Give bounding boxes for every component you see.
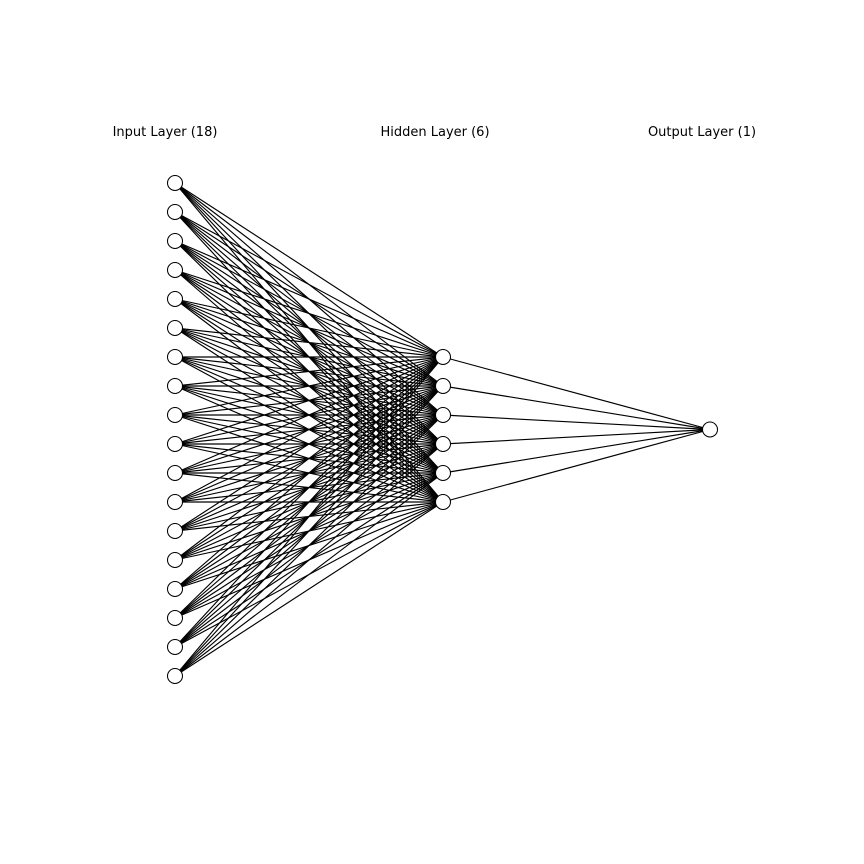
hidden-neuron-5 [434,464,452,482]
hidden-neuron-3 [434,406,452,424]
input-neuron-6 [166,319,184,337]
connection-input-13-to-hidden-1 [174,356,444,532]
input-neuron-5 [166,290,184,308]
layer-titles: Input Layer (18) Hidden Layer (6) Output… [113,125,756,140]
connection-input-9-to-hidden-1 [174,356,444,416]
input-neuron-9 [166,406,184,424]
connection-input-5-to-hidden-1 [174,298,444,358]
connection-input-6-to-hidden-1 [174,327,444,358]
connection-input-18-to-hidden-4 [174,443,444,677]
connection-input-16-to-hidden-1 [174,356,444,619]
connection-input-18-to-hidden-3 [174,414,444,677]
connection-input-1-to-hidden-1 [174,182,444,358]
connection-input-18-to-hidden-5 [174,472,444,677]
hidden-layer-title: Hidden Layer (6) [380,125,489,140]
input-neuron-12 [166,493,184,511]
connection-hidden-6-to-output-1 [442,428,711,503]
connection-input-12-to-hidden-1 [174,356,444,503]
connection-hidden-1-to-output-1 [442,356,711,431]
input-neuron-16 [166,609,184,627]
input-neuron-15 [166,580,184,598]
input-neuron-10 [166,435,184,453]
input-neuron-14 [166,551,184,569]
connection-hidden-4-to-output-1 [442,428,711,445]
connection-input-8-to-hidden-1 [174,356,444,387]
input-neuron-4 [166,261,184,279]
output-layer-title: Output Layer (1) [648,125,756,140]
input-neuron-2 [166,203,184,221]
connection-input-18-to-hidden-2 [174,385,444,677]
connection-input-18-to-hidden-6 [174,501,444,677]
hidden-neuron-6 [434,493,452,511]
connection-hidden-5-to-output-1 [442,428,711,474]
input-layer-title: Input Layer (18) [113,125,218,140]
input-neuron-11 [166,464,184,482]
connection-input-2-to-hidden-1 [174,211,444,358]
connection-input-11-to-hidden-1 [174,356,444,474]
input-neuron-1 [166,174,184,192]
connection-hidden-2-to-output-1 [442,385,711,431]
connection-input-15-to-hidden-1 [174,356,444,590]
connection-input-17-to-hidden-1 [174,356,444,648]
input-neuron-3 [166,232,184,250]
connection-input-10-to-hidden-1 [174,356,444,445]
input-neuron-18 [166,667,184,685]
connection-input-4-to-hidden-1 [174,269,444,358]
connections [174,182,711,677]
hidden-neuron-1 [434,348,452,366]
connection-hidden-3-to-output-1 [442,414,711,431]
hidden-neuron-2 [434,377,452,395]
input-neuron-13 [166,522,184,540]
input-neuron-8 [166,377,184,395]
input-neuron-7 [166,348,184,366]
neurons [166,174,719,685]
hidden-neuron-4 [434,435,452,453]
connection-input-18-to-hidden-1 [174,356,444,677]
input-neuron-17 [166,638,184,656]
connection-input-14-to-hidden-1 [174,356,444,561]
connection-input-3-to-hidden-1 [174,240,444,358]
output-neuron-1 [701,421,719,438]
